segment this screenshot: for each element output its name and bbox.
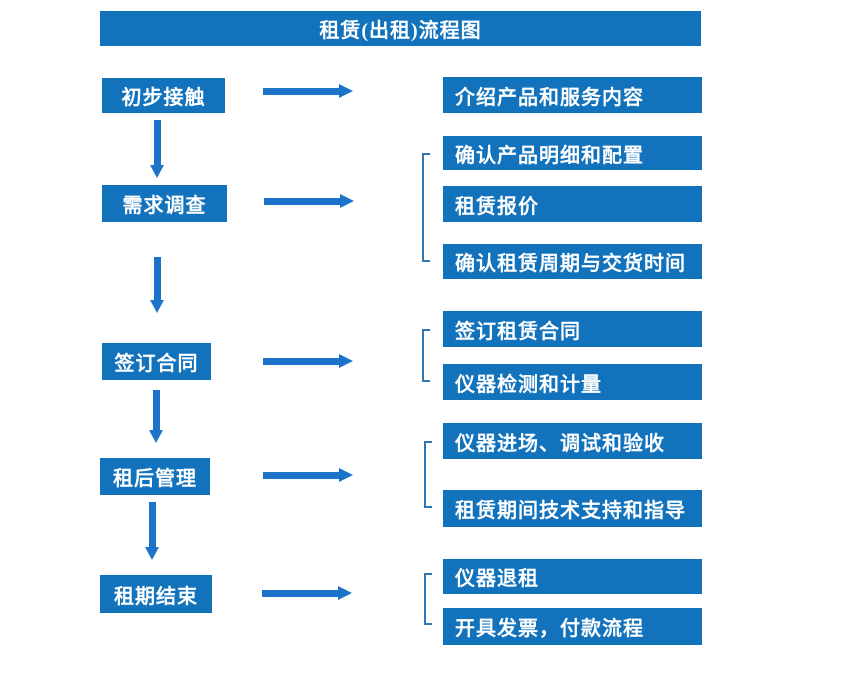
item-box-instrument-testing: 仪器检测和计量 [443,364,702,400]
arrow-shaft [154,257,161,301]
arrow-shaft [153,390,160,431]
item-box-instrument-setup-acceptance: 仪器进场、调试和验收 [443,423,702,459]
stage-box-lease-end: 租期结束 [100,575,212,613]
arrow-shaft [264,198,341,205]
bracket-icon [424,441,432,508]
stage-box-post-rental-management: 租后管理 [100,458,210,495]
arrow-head [339,84,353,98]
item-box-instrument-return: 仪器退租 [443,559,702,594]
item-box-introduce-products: 介绍产品和服务内容 [443,77,702,113]
arrow-shaft [263,88,340,95]
page-title: 租赁(出租)流程图 [100,11,701,46]
right-arrow-icon [263,354,353,369]
down-arrow-icon [150,257,165,313]
bracket-icon [422,153,430,262]
arrow-head [340,194,354,208]
item-box-tech-support: 租赁期间技术支持和指导 [443,490,702,527]
down-arrow-icon [145,502,160,560]
item-box-rental-quote: 租赁报价 [443,186,702,222]
down-arrow-icon [149,390,164,443]
arrow-head [338,586,352,600]
arrow-head [145,547,159,560]
item-box-confirm-product-details: 确认产品明细和配置 [443,136,702,170]
bracket-icon [422,329,430,382]
arrow-shaft [263,472,340,479]
item-box-invoice-payment: 开具发票，付款流程 [443,608,702,645]
arrow-head [150,300,164,313]
arrow-head [149,430,163,443]
arrow-head [339,354,353,368]
right-arrow-icon [263,84,353,99]
arrow-shaft [149,502,156,548]
arrow-shaft [263,358,340,365]
arrow-shaft [262,590,339,597]
arrow-head [339,468,353,482]
right-arrow-icon [263,468,353,483]
down-arrow-icon [150,120,165,178]
item-box-confirm-period-delivery: 确认租赁周期与交货时间 [443,244,702,279]
stage-box-sign-contract: 签订合同 [102,343,211,380]
right-arrow-icon [264,194,354,209]
stage-box-demand-survey: 需求调查 [102,185,227,222]
right-arrow-icon [262,586,352,601]
bracket-icon [424,573,432,625]
item-box-sign-rental-contract: 签订租赁合同 [443,311,702,347]
stage-box-initial-contact: 初步接触 [102,78,225,113]
arrow-shaft [154,120,161,166]
arrow-head [150,165,164,178]
